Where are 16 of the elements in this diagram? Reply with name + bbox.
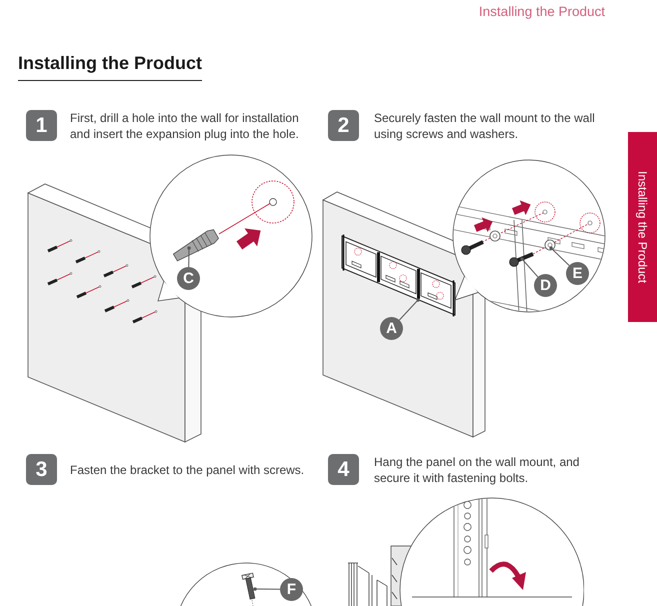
- leader-line: [398, 298, 420, 321]
- leader-line: [520, 257, 538, 278]
- step-number: 4: [328, 454, 359, 485]
- step-number: 1: [26, 110, 57, 141]
- leader-line: [187, 246, 191, 268]
- step-instruction: Hang the panel on the wall mount, and secure it with fastening bolts.: [374, 454, 580, 486]
- leader-line: [253, 587, 280, 591]
- step-number: 2: [328, 110, 359, 141]
- section-tab: Installing the Product: [628, 132, 657, 322]
- step-instruction: First, drill a hole into the wall for installation and insert the expansion plug into the hole.: [70, 110, 300, 142]
- step-instruction: Securely fasten the wall mount to the wall using screws and washers.: [374, 110, 596, 142]
- step-number: 3: [26, 454, 57, 485]
- page-title: Installing the Product: [18, 52, 202, 81]
- step-instruction: Fasten the bracket to the panel with screws.: [70, 462, 306, 478]
- leader-line: [549, 246, 570, 266]
- running-header: Installing the Product: [478, 3, 605, 21]
